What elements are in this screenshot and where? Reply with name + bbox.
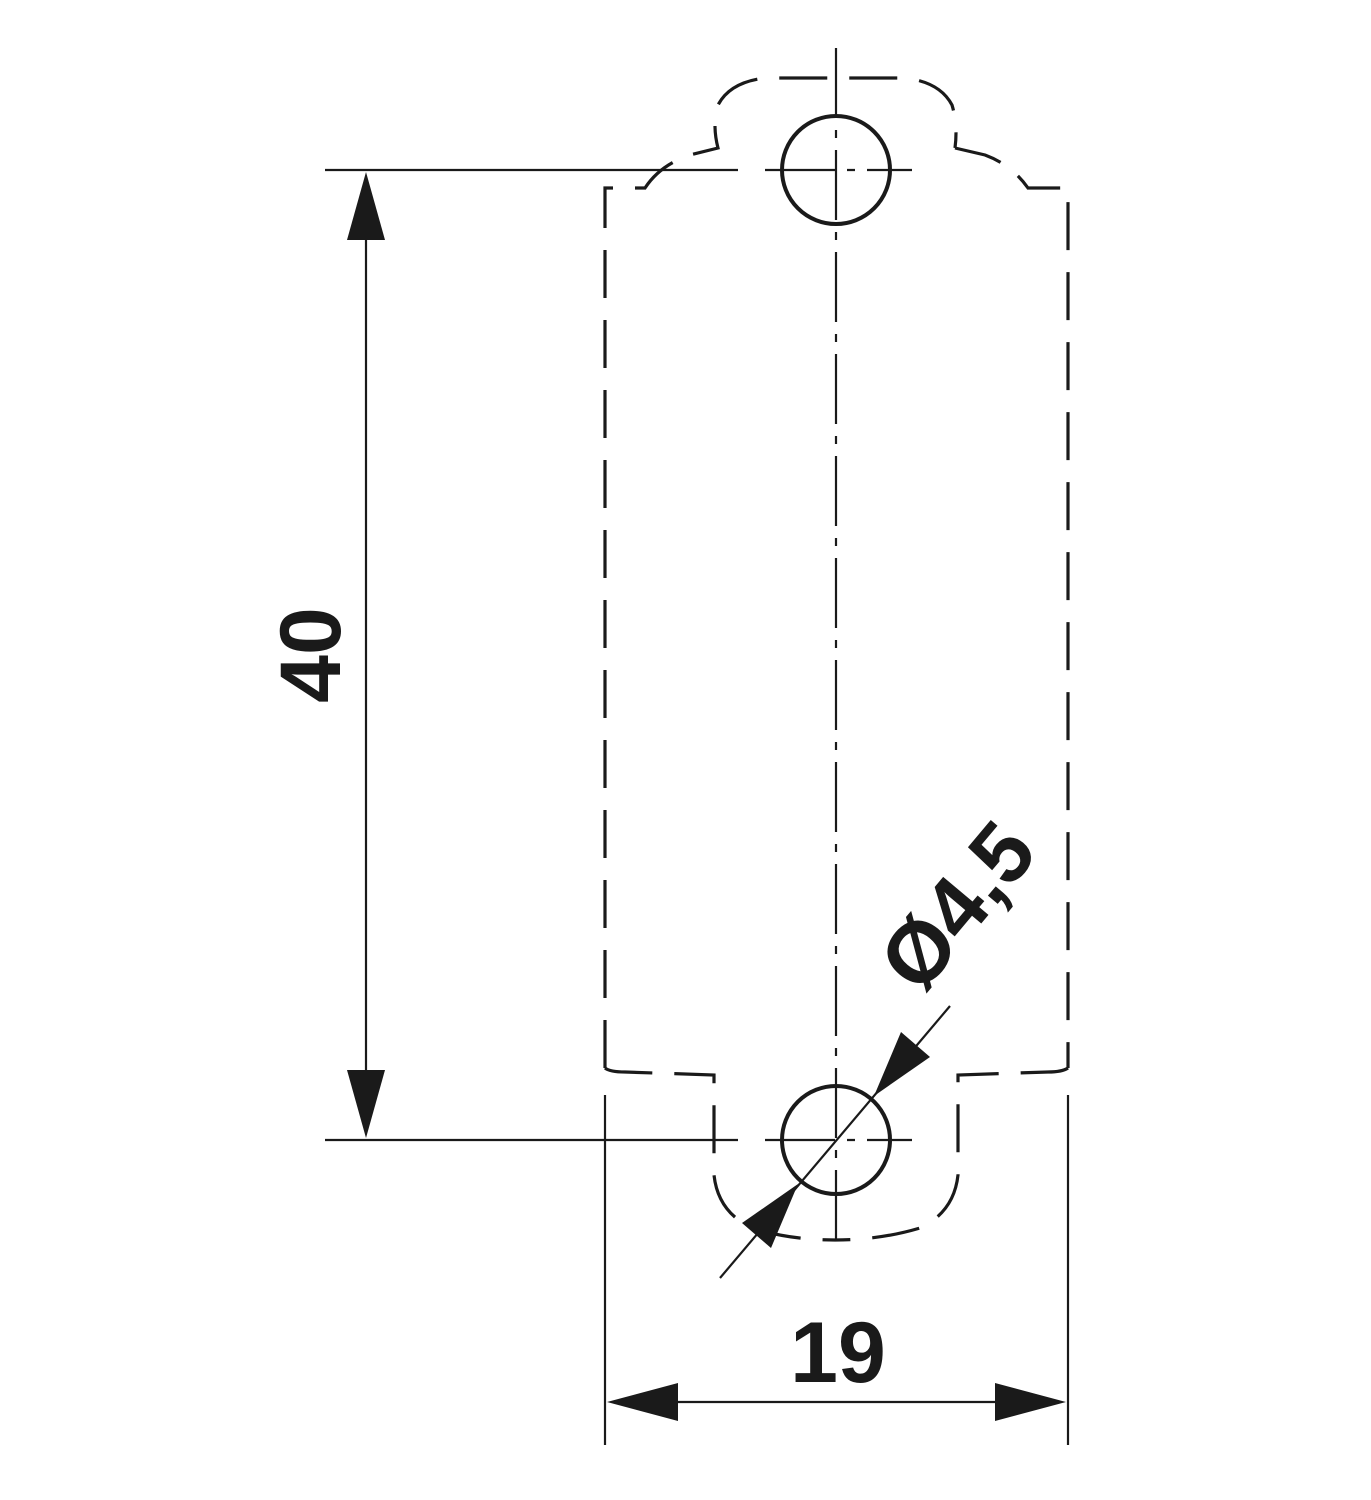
part-outline-bottom-right [834, 1066, 1069, 1242]
width-dimension: 19 [603, 1095, 1070, 1445]
diameter-arrow-lower [742, 1184, 798, 1248]
bottom-hole [765, 1084, 912, 1196]
diameter-arrow-upper [874, 1032, 930, 1096]
height-arrow-bottom [347, 1070, 385, 1138]
height-dimension-label: 40 [263, 607, 359, 703]
part-outline [603, 76, 1070, 1242]
width-arrow-right [995, 1383, 1066, 1421]
part-outline-right [954, 146, 1070, 1068]
diameter-dimension: Ø4,5 [719, 804, 1054, 1279]
width-arrow-left [607, 1383, 678, 1421]
part-outline-left [603, 76, 958, 1068]
part-outline-bottom-left [604, 1066, 836, 1242]
height-dimension: 40 [263, 168, 738, 1142]
top-hole [765, 114, 912, 226]
diameter-dimension-label: Ø4,5 [861, 804, 1054, 1009]
height-arrow-top [347, 172, 385, 240]
width-dimension-label: 19 [790, 1305, 886, 1401]
